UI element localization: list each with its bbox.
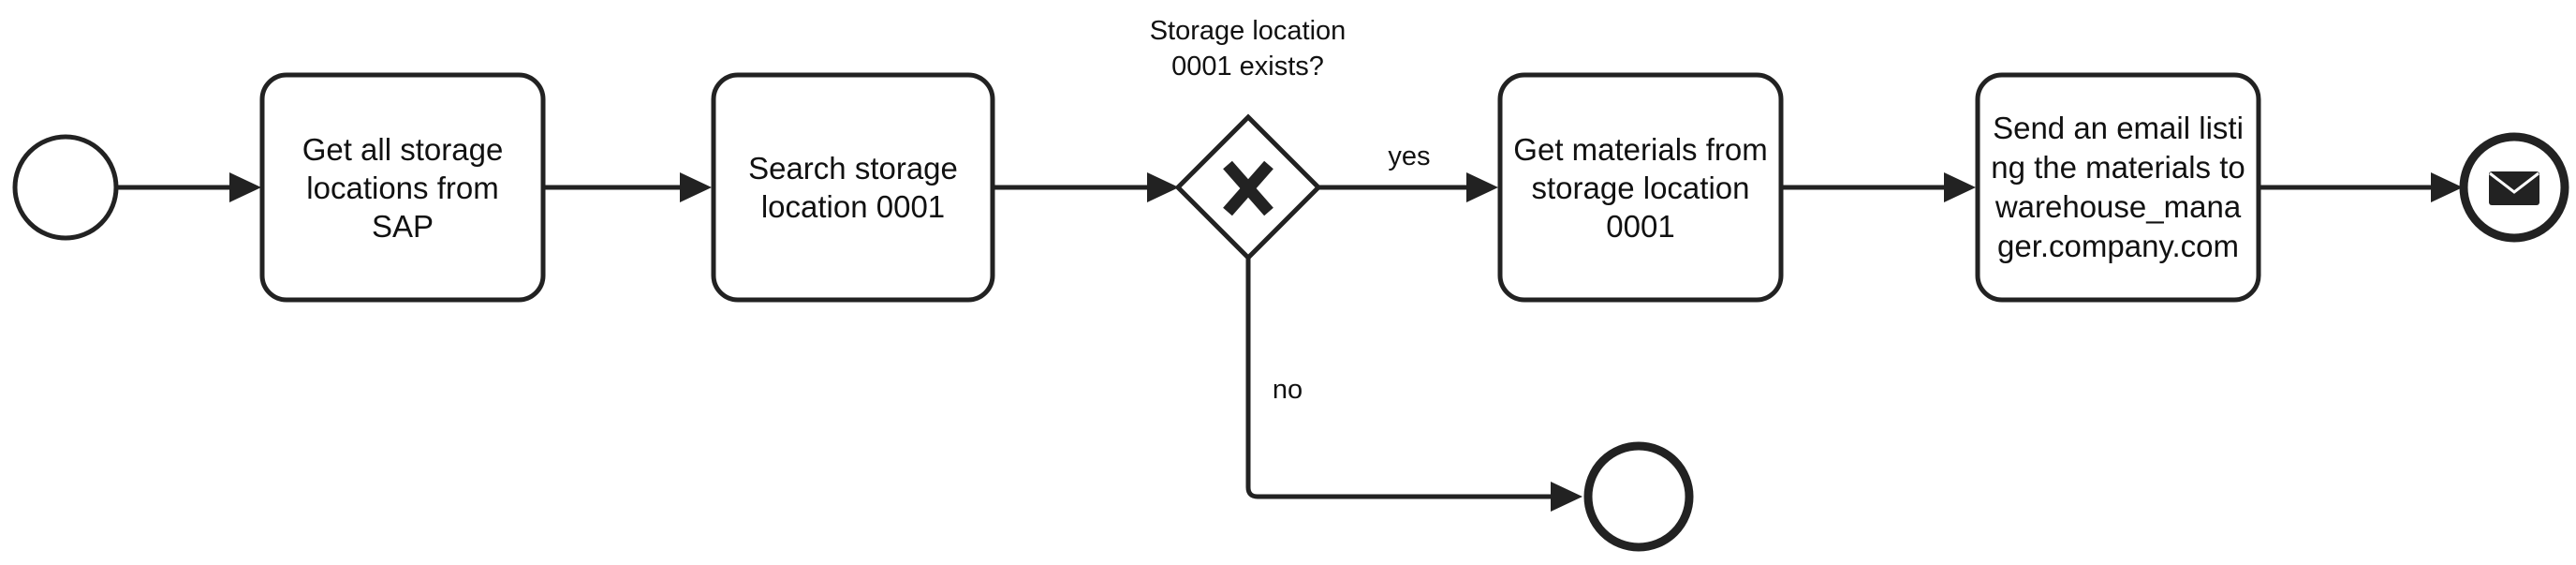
envelope-icon — [2489, 171, 2539, 205]
flow-yes-label: yes — [1388, 141, 1431, 171]
task-label: Get all storage locations from SAP — [302, 131, 504, 244]
task-label: Send an email listing the materials to w… — [1991, 111, 2245, 263]
task-label: Get materials from storage location 0001 — [1513, 131, 1768, 244]
arrowhead — [1147, 172, 1179, 202]
end-event[interactable] — [1583, 441, 1694, 552]
arrowhead — [1551, 482, 1582, 512]
flow-gateway-no-to-end[interactable] — [1245, 258, 1559, 499]
task-send-email[interactable] — [1975, 72, 2261, 303]
task-search-storage-location[interactable] — [711, 72, 995, 303]
arrowhead — [680, 172, 712, 202]
arrowhead — [1944, 172, 1976, 202]
flow-no-label: no — [1272, 375, 1303, 405]
start-event[interactable] — [12, 134, 119, 241]
task-get-storage-locations[interactable] — [259, 72, 546, 303]
task-label: Search storage location 0001 — [748, 151, 958, 224]
arrowhead — [1466, 172, 1498, 202]
gateway-question-label: Storage location 0001 exists? — [1149, 16, 1347, 82]
sequence-flows — [117, 172, 2463, 512]
task-get-materials[interactable] — [1497, 72, 1784, 303]
arrowhead — [2431, 172, 2463, 202]
arrowhead — [229, 172, 261, 202]
x-icon — [1223, 160, 1273, 216]
